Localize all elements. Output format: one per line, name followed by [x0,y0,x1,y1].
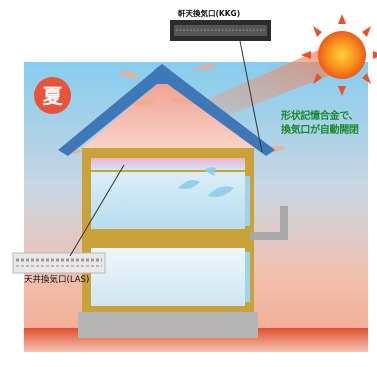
eaves-vent-grille [170,20,271,41]
floor-band [91,229,245,244]
sun-icon [301,14,377,96]
sun-ray-beam [178,45,343,128]
eaves-vent-label: 軒天換気口(KKG) [178,9,241,18]
foundation [78,312,258,338]
ceiling-vent-leader [69,164,125,257]
summer-badge: 夏 [34,77,71,114]
summer-badge-text: 夏 [42,83,63,108]
roof [58,64,275,156]
indoor-airflow [178,167,234,197]
side-duct [250,206,288,240]
eaves-vent-leader [239,40,263,153]
attic-space [82,80,262,148]
upper-room [91,172,245,229]
lower-room [91,248,245,306]
window-strips [245,176,250,302]
shape-memory-note-line1: 形状記憶合金で、 [281,111,359,122]
ceiling-space [91,158,245,170]
ceiling-vent-grille [12,252,106,274]
ceiling-vent-label: 天井換気口(LAS) [24,275,90,285]
shape-memory-note-line2: 換気口が自動開閉 [281,125,359,136]
